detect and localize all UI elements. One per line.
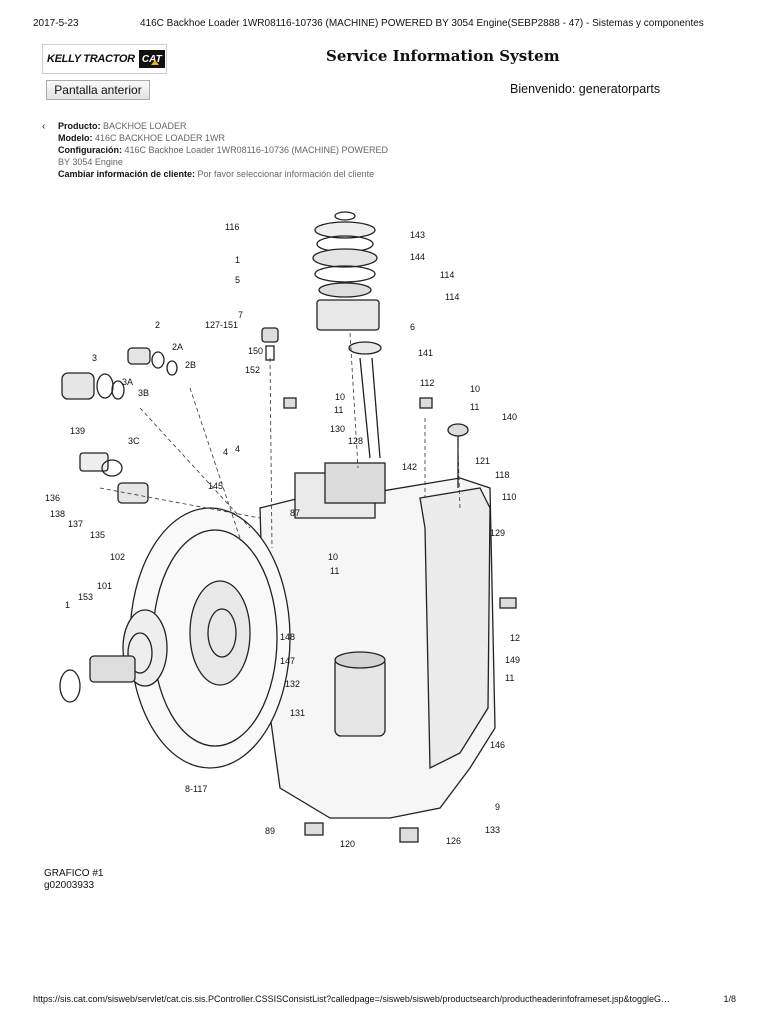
- chevron-left-icon[interactable]: ‹: [42, 121, 46, 132]
- client-label: Cambiar información de cliente:: [58, 169, 196, 179]
- callout-label: 3C: [128, 436, 140, 446]
- callout-label: 7: [238, 310, 243, 320]
- callout-label: 110: [502, 492, 516, 502]
- callout-label: 114: [445, 292, 459, 302]
- system-title: Service Information System: [326, 47, 560, 65]
- callout-label: 10: [335, 392, 345, 402]
- callout-label: 121: [475, 456, 490, 466]
- callout-label: 8-117: [185, 784, 207, 794]
- callout-label: 9: [495, 802, 500, 812]
- cat-logo-icon: CAT: [138, 50, 165, 68]
- callout-label: 3: [92, 353, 97, 363]
- callout-label: 1: [65, 600, 70, 610]
- callout-label: 139: [70, 426, 85, 436]
- callout-label: 11: [470, 402, 479, 412]
- callout-label: 6: [410, 322, 415, 332]
- callout-label: 3A: [122, 377, 133, 387]
- callout-label: 112: [420, 378, 434, 388]
- callout-label: 147: [280, 656, 295, 666]
- callout-label: 142: [402, 462, 417, 472]
- callout-label: 148: [280, 632, 295, 642]
- footer-url: https://sis.cat.com/sisweb/servlet/cat.c…: [33, 994, 671, 1004]
- callout-label: 137: [68, 519, 83, 529]
- callout-label: 138: [50, 509, 65, 519]
- callout-label: 5: [235, 275, 240, 285]
- callout-label: 10: [328, 552, 338, 562]
- callout-label: 11: [334, 405, 343, 415]
- client-link[interactable]: Por favor seleccionar información del cl…: [197, 169, 375, 179]
- product-row: Producto: BACKHOE LOADER: [58, 120, 402, 132]
- config-row: Configuración: 416C Backhoe Loader 1WR08…: [58, 144, 402, 168]
- callout-label: 141: [418, 348, 433, 358]
- brand-text: KELLY TRACTOR: [47, 53, 135, 65]
- callout-label: 116: [225, 222, 239, 232]
- callout-label: 10: [470, 384, 480, 394]
- print-date: 2017-5-23: [33, 18, 79, 29]
- config-label: Configuración:: [58, 145, 122, 155]
- callout-label: 149: [505, 655, 520, 665]
- callout-label: 1: [235, 255, 240, 265]
- callout-label: 132: [285, 679, 300, 689]
- callout-label: 87: [290, 508, 300, 518]
- callout-label: 102: [110, 552, 125, 562]
- figure-caption: GRAFICO #1: [44, 868, 104, 879]
- callout-label: 152: [245, 365, 260, 375]
- page-number: 1/8: [723, 994, 736, 1004]
- model-row: Modelo: 416C BACKHOE LOADER 1WR: [58, 132, 402, 144]
- callout-label: 146: [490, 740, 505, 750]
- callout-label: 120: [340, 839, 355, 849]
- figure-caption-block: GRAFICO #1 g02003933: [44, 868, 103, 892]
- product-info: ‹ Producto: BACKHOE LOADER Modelo: 416C …: [42, 120, 402, 180]
- callout-label: 4: [235, 444, 240, 454]
- callout-label: 133: [485, 825, 500, 835]
- callout-label: 153: [78, 592, 93, 602]
- back-button[interactable]: Pantalla anterior: [46, 80, 150, 100]
- callout-label: 135: [90, 530, 105, 540]
- callout-label: 101: [97, 581, 112, 591]
- welcome-text: Bienvenido: generatorparts: [510, 82, 661, 96]
- callout-label: 12: [510, 633, 520, 643]
- print-title: 416C Backhoe Loader 1WR08116-10736 (MACH…: [140, 18, 704, 29]
- callout-label: 2: [155, 320, 160, 330]
- model-label: Modelo:: [58, 133, 93, 143]
- callout-label: 127-151: [205, 320, 238, 330]
- callout-label: 129: [490, 528, 505, 538]
- callout-label: 128: [348, 436, 363, 446]
- callout-label: 2A: [172, 342, 183, 352]
- callout-label: 89: [265, 826, 275, 836]
- callout-label: 144: [410, 252, 425, 262]
- print-header: 2017-5-23 416C Backhoe Loader 1WR08116-1…: [33, 18, 758, 32]
- callout-label: 143: [410, 230, 425, 240]
- callout-label: 126: [446, 836, 461, 846]
- callout-label: 4: [223, 447, 228, 457]
- callout-label: 150: [248, 346, 263, 356]
- sis-header: KELLY TRACTOR CAT Service Information Sy…: [42, 44, 738, 76]
- callout-label: 11: [505, 673, 514, 683]
- product-label: Producto:: [58, 121, 101, 131]
- callout-label: 2B: [185, 360, 196, 370]
- callout-label: 130: [330, 424, 345, 434]
- model-value: 416C BACKHOE LOADER 1WR: [95, 133, 226, 143]
- brand-logo: KELLY TRACTOR CAT: [42, 44, 167, 74]
- callout-label: 3B: [138, 388, 149, 398]
- callout-label: 114: [440, 270, 454, 280]
- callout-label: 11: [330, 566, 339, 576]
- product-value: BACKHOE LOADER: [103, 121, 187, 131]
- config-value: 416C Backhoe Loader 1WR08116-10736 (MACH…: [58, 145, 388, 167]
- callout-label: 140: [502, 412, 517, 422]
- figure-id: g02003933: [44, 880, 95, 891]
- callout-label: 131: [290, 708, 305, 718]
- callout-label: 136: [45, 493, 60, 503]
- client-row: Cambiar información de cliente: Por favo…: [58, 168, 402, 180]
- callout-label: 118: [495, 470, 509, 480]
- callout-label: 145: [208, 481, 223, 491]
